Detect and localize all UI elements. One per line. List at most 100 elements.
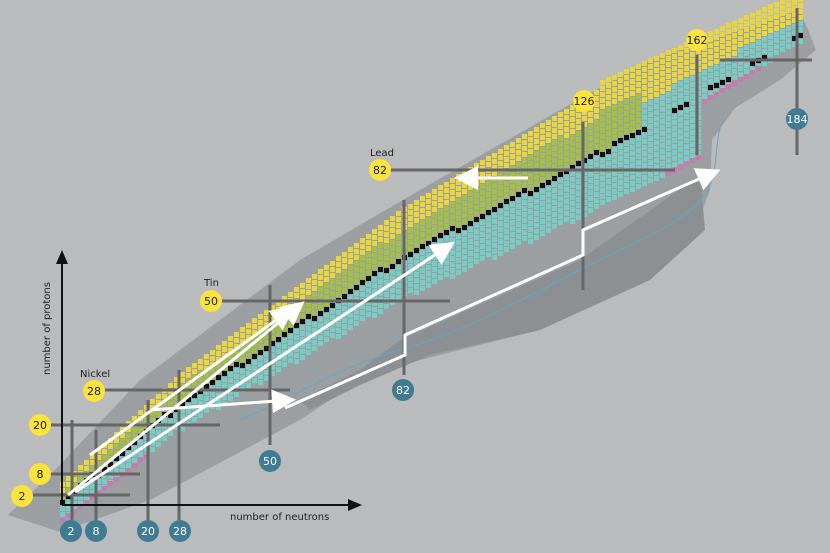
nuclide-cell <box>768 10 773 15</box>
nuclide-cell <box>468 263 473 268</box>
nuclide-cell <box>534 127 539 132</box>
nuclide-cell <box>444 206 449 211</box>
nuclide-cell <box>342 330 347 335</box>
nuclide-cell <box>426 217 431 222</box>
nuclide-cell <box>432 237 437 242</box>
nuclide-cell <box>468 239 473 244</box>
nuclide-cell <box>588 172 593 177</box>
nuclide-cell <box>456 234 461 239</box>
nuclide-cell <box>546 204 551 209</box>
nuclide-cell <box>414 290 419 295</box>
nuclide-cell <box>468 197 473 202</box>
nuclide-cell <box>690 94 695 99</box>
nuclide-cell <box>654 140 659 145</box>
nuclide-cell <box>156 412 161 417</box>
nuclide-cell <box>504 223 509 228</box>
nuclide-cell <box>630 175 635 180</box>
nuclide-cell <box>630 85 635 90</box>
nuclide-cell <box>126 427 131 432</box>
nuclide-cell <box>438 239 443 244</box>
nuclide-cell <box>750 25 755 30</box>
nuclide-cell <box>522 164 527 169</box>
nuclide-cell <box>336 328 341 333</box>
nuclide-cell <box>162 418 167 423</box>
nuclide-cell <box>396 265 401 270</box>
nuclide-cell <box>324 301 329 306</box>
nuclide-cell <box>414 272 419 277</box>
nuclide-cell <box>420 226 425 231</box>
nuclide-cell <box>534 139 539 144</box>
nuclide-cell <box>672 78 677 83</box>
nuclide-cell <box>114 474 119 479</box>
nuclide-cell <box>228 366 233 371</box>
nuclide-cell <box>60 512 65 517</box>
nuclide-cell <box>282 338 287 343</box>
nuclide-cell <box>606 107 611 112</box>
nuclide-cell <box>552 218 557 223</box>
nuclide-cell <box>600 122 605 127</box>
nuclide-cell <box>564 211 569 216</box>
nuclide-cell <box>156 442 161 447</box>
nuclide-cell <box>174 377 179 382</box>
nuclide-cell <box>66 476 71 481</box>
nuclide-cell <box>624 123 629 128</box>
nuclide-cell <box>672 132 677 137</box>
nuclide-cell <box>612 75 617 80</box>
nuclide-cell <box>714 35 719 40</box>
nuclide-cell <box>420 256 425 261</box>
nuclide-cell <box>594 174 599 179</box>
nuclide-cell <box>378 279 383 284</box>
nuclide-cell <box>528 215 533 220</box>
nuclide-cell <box>132 458 137 463</box>
nuclide-cell <box>504 163 509 168</box>
nuclide-cell <box>372 271 377 276</box>
nuclide-cell <box>474 229 479 234</box>
nuclide-cell <box>354 321 359 326</box>
nuclide-cell <box>618 192 623 197</box>
nuclide-cell <box>516 144 521 149</box>
nuclide-cell <box>624 189 629 194</box>
nuclide-cell <box>324 295 329 300</box>
nuclide-cell <box>270 329 275 334</box>
nuclide-cell <box>462 267 467 272</box>
nuclide-cell <box>546 192 551 197</box>
nuclide-cell <box>522 212 527 217</box>
nuclide-cell <box>336 262 341 267</box>
nuclide-cell <box>150 429 155 434</box>
nuclide-cell <box>378 231 383 236</box>
nuclide-cell <box>432 273 437 278</box>
nuclide-cell <box>600 170 605 175</box>
nuclide-cell <box>528 239 533 244</box>
nuclide-cell <box>114 450 119 455</box>
nuclide-cell <box>348 319 353 324</box>
nuclide-cell <box>498 149 503 154</box>
nuclide-cell <box>588 142 593 147</box>
nuclide-cell <box>252 324 257 329</box>
nuclide-cell <box>690 82 695 87</box>
nuclide-cell <box>216 399 221 404</box>
nuclide-cell <box>534 217 539 222</box>
nuclide-cell <box>552 122 557 127</box>
nuclide-cell <box>396 229 401 234</box>
nuclide-cell <box>618 120 623 125</box>
nuclide-cell <box>474 193 479 198</box>
nuclide-cell <box>600 146 605 151</box>
nuclide-cell <box>300 295 305 300</box>
nuclide-cell <box>300 307 305 312</box>
nuclide-cell <box>348 271 353 276</box>
nuclide-cell <box>510 232 515 237</box>
nuclide-cell <box>558 202 563 207</box>
nuclide-cell <box>498 215 503 220</box>
nuclide-cell <box>336 310 341 315</box>
nuclide-cell <box>516 198 521 203</box>
nuclide-cell <box>246 353 251 358</box>
nuclide-cell <box>486 210 491 215</box>
nuclide-cell <box>186 385 191 390</box>
nuclide-cell <box>768 40 773 45</box>
nuclide-cell <box>600 158 605 163</box>
nuclide-cell <box>732 27 737 32</box>
nuclide-cell <box>252 348 257 353</box>
nuclide-cell <box>552 170 557 175</box>
nuclide-cell <box>438 263 443 268</box>
nuclide-cell <box>228 378 233 383</box>
